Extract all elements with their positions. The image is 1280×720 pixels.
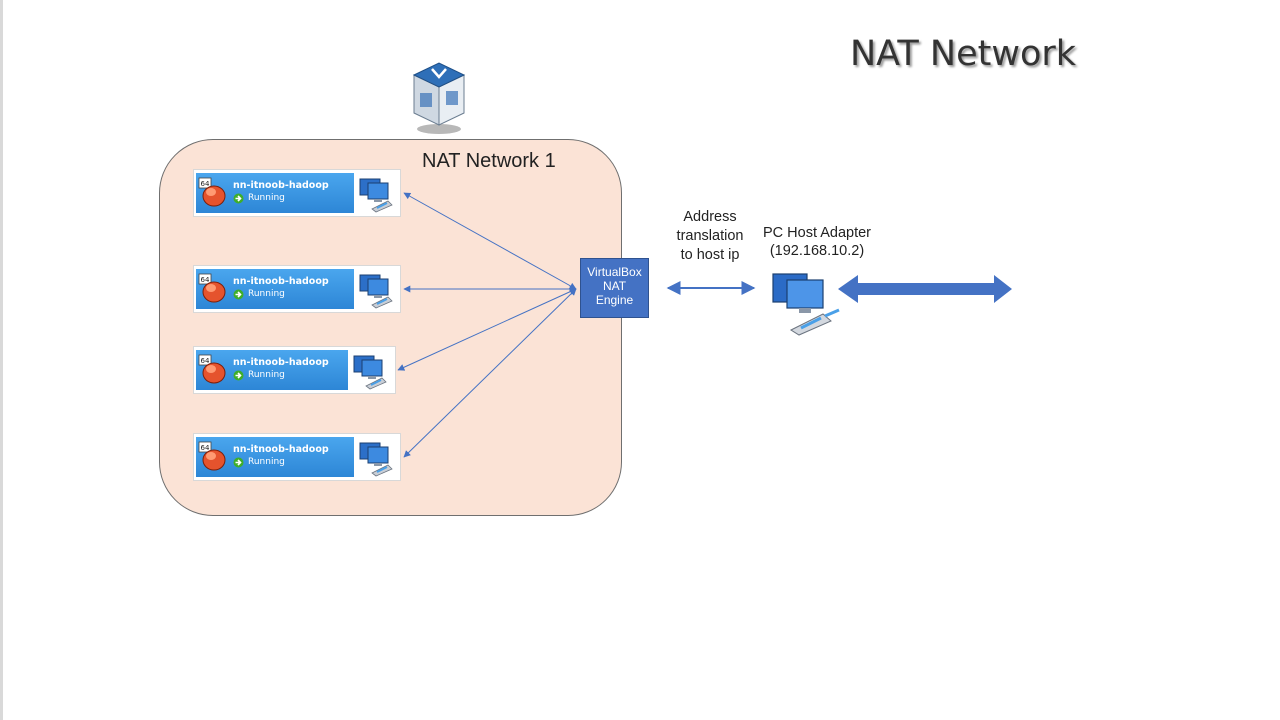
vm-card[interactable]: 64 nn-itnoob-hadoop Running [193, 169, 401, 217]
vm-name: nn-itnoob-hadoop [233, 444, 329, 455]
vm-row-highlight: 64 nn-itnoob-hadoop Running [196, 173, 354, 213]
vm-status: Running [248, 289, 285, 299]
vm-row-highlight: 64 nn-itnoob-hadoop Running [196, 350, 348, 390]
address-translation-line: Address [683, 209, 737, 225]
engine-line: Engine [595, 293, 634, 307]
running-arrow-icon [233, 193, 244, 204]
vm-badge-text: 64 [201, 357, 210, 365]
left-border [0, 0, 3, 720]
vm-card[interactable]: 64 nn-itnoob-hadoop Running [193, 433, 401, 481]
vm-status: Running [248, 370, 285, 380]
vm-badge-text: 64 [201, 444, 210, 452]
vm-status: Running [248, 457, 285, 467]
host-adapter-label: PC Host Adapter (192.168.10.2) [756, 224, 878, 260]
vm-card[interactable]: 64 nn-itnoob-hadoop Running [193, 265, 401, 313]
engine-line: VirtualBox [587, 265, 642, 279]
address-translation-label: Address translation to host ip [668, 208, 752, 265]
network-computers-icon [359, 178, 393, 213]
host-adapter-line: PC Host Adapter [763, 225, 871, 241]
network-computers-icon [353, 355, 387, 390]
virtualbox-logo-icon [412, 62, 466, 134]
external-link-arrow [838, 275, 1012, 303]
vm-name: nn-itnoob-hadoop [233, 357, 329, 368]
virtualbox-nat-engine: VirtualBox NAT Engine [580, 258, 649, 318]
vm-link-arrow [397, 288, 577, 371]
running-arrow-icon [233, 289, 244, 300]
host-adapter-line: (192.168.10.2) [769, 243, 865, 259]
nat-network-label: NAT Network 1 [422, 150, 556, 172]
address-translation-line: to host ip [680, 247, 740, 263]
vm-badge-text: 64 [201, 276, 210, 284]
vm-os-badge-icon: 64 [198, 354, 226, 384]
running-arrow-icon [233, 457, 244, 468]
vm-name: nn-itnoob-hadoop [233, 180, 329, 191]
vm-row-highlight: 64 nn-itnoob-hadoop Running [196, 437, 354, 477]
vm-os-badge-icon: 64 [198, 441, 226, 471]
engine-line: NAT [602, 279, 627, 293]
vm-row-highlight: 64 nn-itnoob-hadoop Running [196, 269, 354, 309]
address-translation-line: translation [676, 228, 744, 244]
vm-status: Running [248, 193, 285, 203]
vm-os-badge-icon: 64 [198, 273, 226, 303]
vm-link-arrow [403, 288, 577, 458]
vm-name: nn-itnoob-hadoop [233, 276, 329, 287]
network-computers-icon [359, 442, 393, 477]
vm-os-badge-icon: 64 [198, 177, 226, 207]
slide-title: NAT Network [850, 34, 1077, 74]
vm-badge-text: 64 [201, 180, 210, 188]
running-arrow-icon [233, 370, 244, 381]
network-computers-icon [359, 274, 393, 309]
vm-link-arrow [403, 192, 577, 290]
host-network-computers-icon [772, 273, 840, 336]
vm-card[interactable]: 64 nn-itnoob-hadoop Running [193, 346, 396, 394]
